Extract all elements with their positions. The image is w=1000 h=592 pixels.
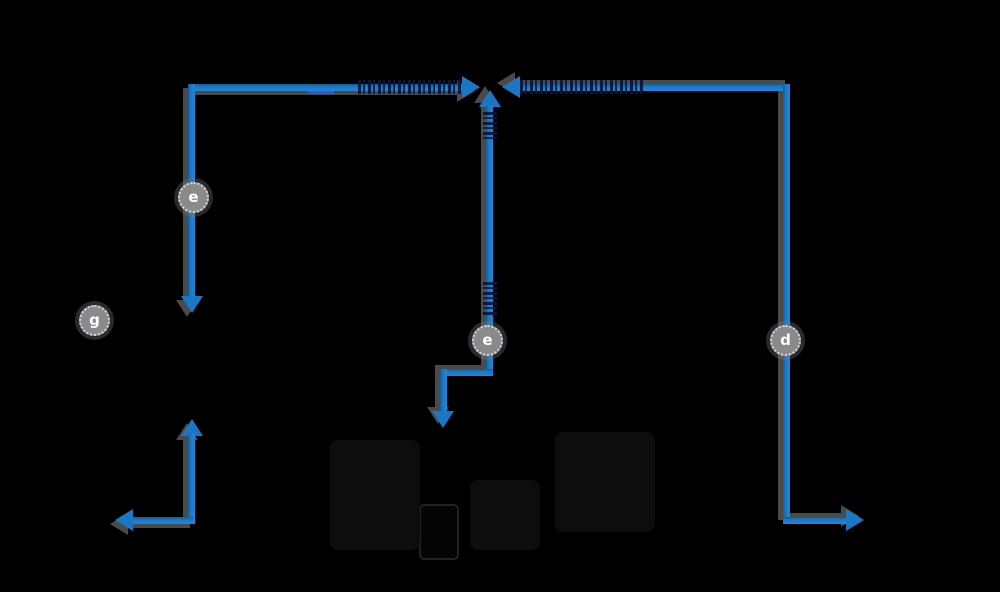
flow-line	[192, 84, 462, 91]
illegible-label-smudge	[483, 112, 497, 140]
arrowhead-up-icon	[479, 90, 501, 107]
flow-line	[188, 434, 195, 524]
illegible-label-smudge	[483, 282, 497, 316]
arrowhead-left-icon	[502, 76, 520, 98]
illegible-label-smudge	[520, 80, 645, 94]
dark-silhouette	[470, 480, 540, 550]
step-badge-e-center: e	[472, 325, 503, 356]
dark-silhouette	[330, 440, 420, 550]
illegible-label-smudge	[358, 80, 462, 94]
flow-line	[133, 517, 193, 524]
faint-device-outline	[419, 504, 459, 560]
step-badge-e-left: e	[178, 182, 209, 213]
arrowhead-right-icon	[462, 76, 480, 98]
blue-dash-mark	[308, 91, 334, 94]
arrowhead-down-icon	[181, 296, 203, 313]
flow-line	[486, 106, 493, 376]
flow-line	[783, 84, 790, 524]
flow-line	[440, 369, 447, 413]
step-badge-g: g	[79, 305, 110, 336]
flow-line	[440, 369, 493, 376]
arrowhead-left-icon	[115, 509, 133, 531]
flow-line	[520, 84, 790, 91]
arrowhead-down-icon	[432, 411, 454, 428]
dark-silhouette	[555, 432, 655, 532]
flow-line	[783, 517, 846, 524]
arrowhead-up-icon	[181, 419, 203, 436]
arrowhead-right-icon	[846, 509, 864, 531]
step-badge-d: d	[770, 325, 801, 356]
